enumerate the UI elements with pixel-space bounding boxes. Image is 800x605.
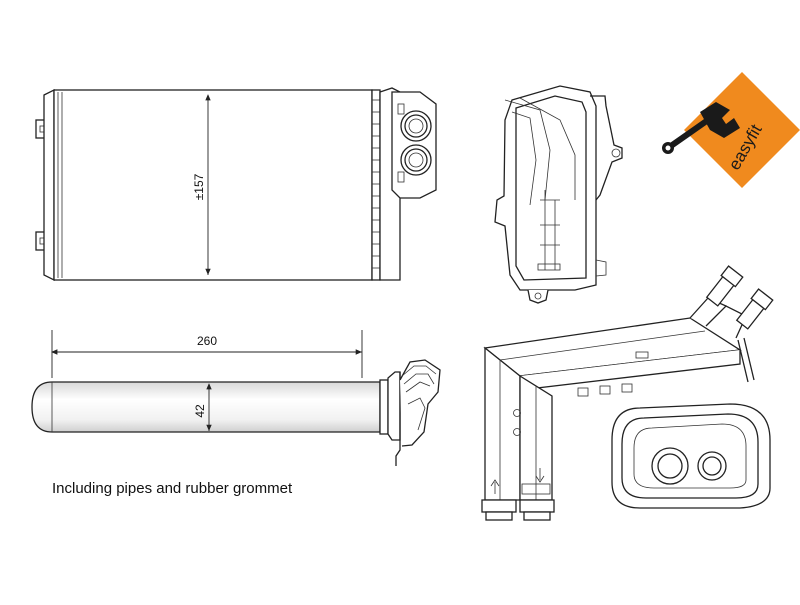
caption: Including pipes and rubber grommet	[52, 480, 293, 497]
wrench-icon	[662, 102, 740, 154]
depth-dimension: 42	[193, 383, 212, 431]
top-view	[31, 359, 441, 466]
badge-diamond	[684, 72, 800, 188]
height-dimension: ±157	[192, 94, 211, 275]
depth-dimension-label: 42	[193, 404, 207, 418]
width-dimension-label: 260	[197, 334, 217, 348]
front-view	[35, 87, 437, 282]
width-dimension: 260	[51, 330, 363, 378]
pipe-assembly	[481, 265, 774, 521]
rubber-grommet	[611, 403, 771, 509]
height-dimension-label: ±157	[192, 173, 206, 200]
easyfit-badge: easyfit	[662, 72, 800, 188]
side-view	[494, 85, 623, 304]
